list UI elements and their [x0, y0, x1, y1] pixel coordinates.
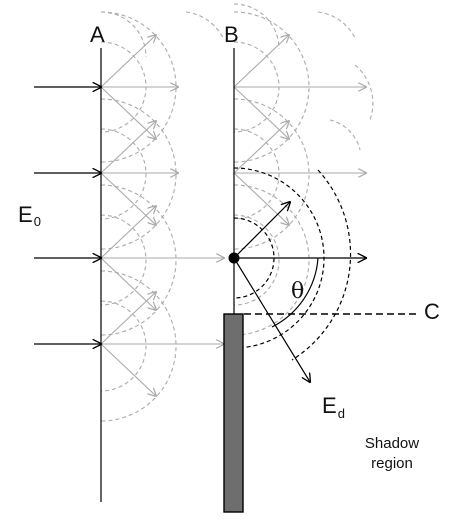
huygens-wavelets	[100, 3, 374, 422]
incident-field-subscript: 0	[33, 214, 41, 229]
wavelet-arcs-top	[185, 11, 374, 151]
edge-wavefront-arcs	[233, 167, 352, 361]
wavelet-rays-plane-a	[100, 35, 224, 396]
plane-a-label: A	[90, 22, 105, 47]
diffracted-field-subscript: d	[337, 406, 345, 421]
plane-b-label: B	[224, 22, 239, 47]
shadow-label-line-2: region	[371, 455, 413, 472]
wavelet-rays-plane-b	[233, 35, 366, 225]
theta-angle-arc	[271, 257, 319, 328]
boundary-c-label: C	[424, 299, 440, 324]
opaque-screen	[223, 313, 244, 513]
diffracted-ray-shadow	[233, 257, 310, 382]
theta-label: θ	[291, 279, 305, 304]
edge-diffraction	[233, 167, 420, 382]
incident-field-symbol: E	[18, 202, 33, 227]
edge-point	[228, 252, 240, 264]
diffracted-field-label: Ed	[322, 393, 345, 421]
shadow-region-label: Shadow region	[360, 434, 424, 474]
wavefront-planes	[100, 48, 235, 502]
incident-field-label: E0	[18, 202, 41, 229]
wavelet-arcs-plane-a	[100, 11, 177, 422]
diffracted-field-symbol: E	[322, 393, 337, 418]
shadow-label-line-1: Shadow	[364, 435, 420, 452]
incident-rays	[34, 87, 101, 344]
